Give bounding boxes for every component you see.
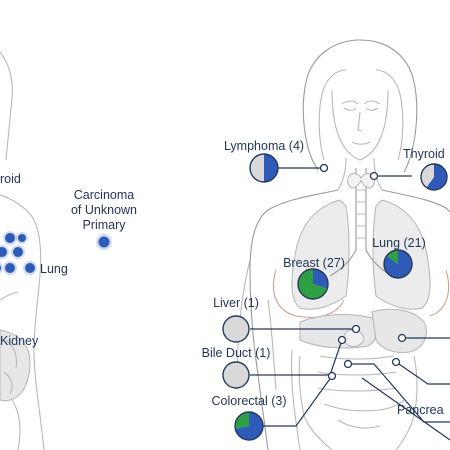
bile-duct-anchor <box>337 335 347 345</box>
pie-slice <box>235 412 263 441</box>
thyroid-anchor <box>369 171 379 181</box>
pancreas-label: Pancrea <box>397 403 444 417</box>
leader-lines <box>250 163 450 441</box>
left-thyroid-label: roid <box>0 172 21 186</box>
pie-outline <box>249 153 279 183</box>
liver-label: Liver (1) <box>213 296 259 310</box>
bile-duct-label: Bile Duct (1) <box>202 346 271 360</box>
pie-slice <box>426 164 448 190</box>
thyroid-pie <box>420 163 448 191</box>
carcinoma-line-2: of Unknown <box>71 203 137 217</box>
colorectal-anchor <box>327 371 337 381</box>
pie-outline <box>383 249 413 279</box>
organ-labels: Lymphoma (4) Thyroid Breast (27) Lung (2… <box>202 139 445 417</box>
lymphoma-anchor <box>319 163 329 173</box>
breast-pie <box>297 268 329 300</box>
left-body-outline <box>0 51 45 450</box>
lung-case-dot <box>0 265 1 271</box>
liver-anchor <box>351 324 361 334</box>
unknown-primary-dot <box>98 236 110 248</box>
pie-charts <box>222 153 448 441</box>
pie-slice <box>223 316 249 342</box>
thyroid-label: Thyroid <box>403 147 445 161</box>
pie-slice <box>421 164 434 188</box>
pie-outline <box>222 315 250 343</box>
left-lung-dot-cluster <box>0 231 37 275</box>
lung-case-dot <box>13 247 23 257</box>
pie-slice <box>298 269 328 300</box>
lung-case-dot <box>0 247 7 257</box>
lymphoma-pie <box>249 153 279 183</box>
lung-case-dot <box>5 263 15 273</box>
left-lung-label: Lung <box>40 262 68 276</box>
pie-outline <box>420 163 448 191</box>
lung-case-dot <box>25 263 35 273</box>
left-kidney-label: Kidney <box>0 334 39 348</box>
pancreas-upper-anchor <box>397 333 407 343</box>
carcinoma-line-3: Primary <box>82 218 126 232</box>
lung-case-dot <box>5 233 15 243</box>
lymphoma-label: Lymphoma (4) <box>224 139 304 153</box>
pie-outline <box>234 411 264 441</box>
colorectal-label: Colorectal (3) <box>211 394 286 408</box>
pie-slice <box>223 362 249 388</box>
bile-duct-pie <box>222 361 250 389</box>
lung-pie <box>383 249 413 279</box>
carcinoma-line-1: Carcinoma <box>74 188 134 202</box>
pancreas-anchor <box>343 359 353 369</box>
lung-label: Lung (21) <box>372 236 426 250</box>
right-body-outline <box>236 39 450 450</box>
lung-case-dot <box>18 234 26 242</box>
pie-slice <box>264 154 278 182</box>
carcinoma-unknown-primary-label: Carcinoma of Unknown Primary <box>71 188 137 232</box>
right-abdomen-anchor <box>391 357 401 367</box>
pie-slice <box>235 412 249 429</box>
breast-label: Breast (27) <box>283 256 345 270</box>
pie-slice <box>250 154 264 182</box>
pie-slice <box>313 269 328 289</box>
pie-outline <box>297 268 329 300</box>
liver-pie <box>222 315 250 343</box>
colorectal-pie <box>234 411 264 441</box>
pie-outline <box>222 361 250 389</box>
